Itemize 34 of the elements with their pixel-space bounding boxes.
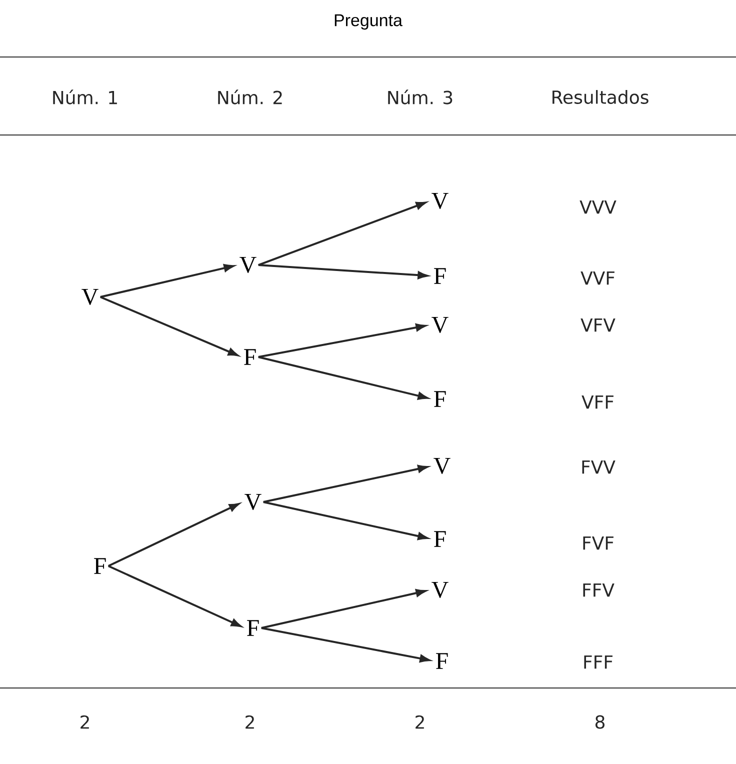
arrow bbox=[108, 503, 240, 567]
count-text: 2 bbox=[80, 715, 89, 729]
arrow bbox=[258, 202, 426, 266]
result-text: FVF bbox=[583, 536, 614, 550]
result-text: FFF bbox=[584, 655, 612, 669]
tree-letter: F bbox=[434, 531, 446, 547]
tree-letter: V bbox=[82, 288, 98, 306]
result-text: VFF bbox=[582, 395, 614, 409]
result-text: FVV bbox=[582, 460, 616, 474]
column-header: Núm. 1 bbox=[53, 90, 117, 104]
tree-letter: V bbox=[432, 316, 448, 334]
tree-letter: F bbox=[436, 653, 448, 669]
title: Pregunta bbox=[334, 14, 402, 30]
count-text: 2 bbox=[246, 715, 254, 729]
column-header: Núm. 2 bbox=[218, 90, 282, 104]
tree-letter: V bbox=[432, 192, 448, 210]
count-text: 8 bbox=[596, 715, 604, 729]
result-text: VVF bbox=[580, 271, 614, 285]
count-text: 2 bbox=[416, 715, 424, 729]
tree-letter: V bbox=[240, 256, 256, 274]
result-text: VVV bbox=[580, 200, 616, 214]
tree-letter: F bbox=[247, 620, 259, 636]
result-text: FFV bbox=[583, 583, 614, 597]
arrow bbox=[100, 296, 238, 356]
tree-letter: F bbox=[94, 558, 106, 574]
tree-letter: F bbox=[434, 391, 446, 407]
tree-letter: F bbox=[434, 268, 446, 284]
tree-letter: V bbox=[432, 582, 448, 598]
column-header: Resultados bbox=[552, 90, 648, 104]
tree-letter: F bbox=[244, 349, 256, 365]
tree-letter: V bbox=[434, 458, 450, 474]
column-header: Núm. 3 bbox=[388, 90, 452, 104]
tree-letter: V bbox=[244, 494, 262, 510]
result-text: VFV bbox=[580, 318, 616, 332]
